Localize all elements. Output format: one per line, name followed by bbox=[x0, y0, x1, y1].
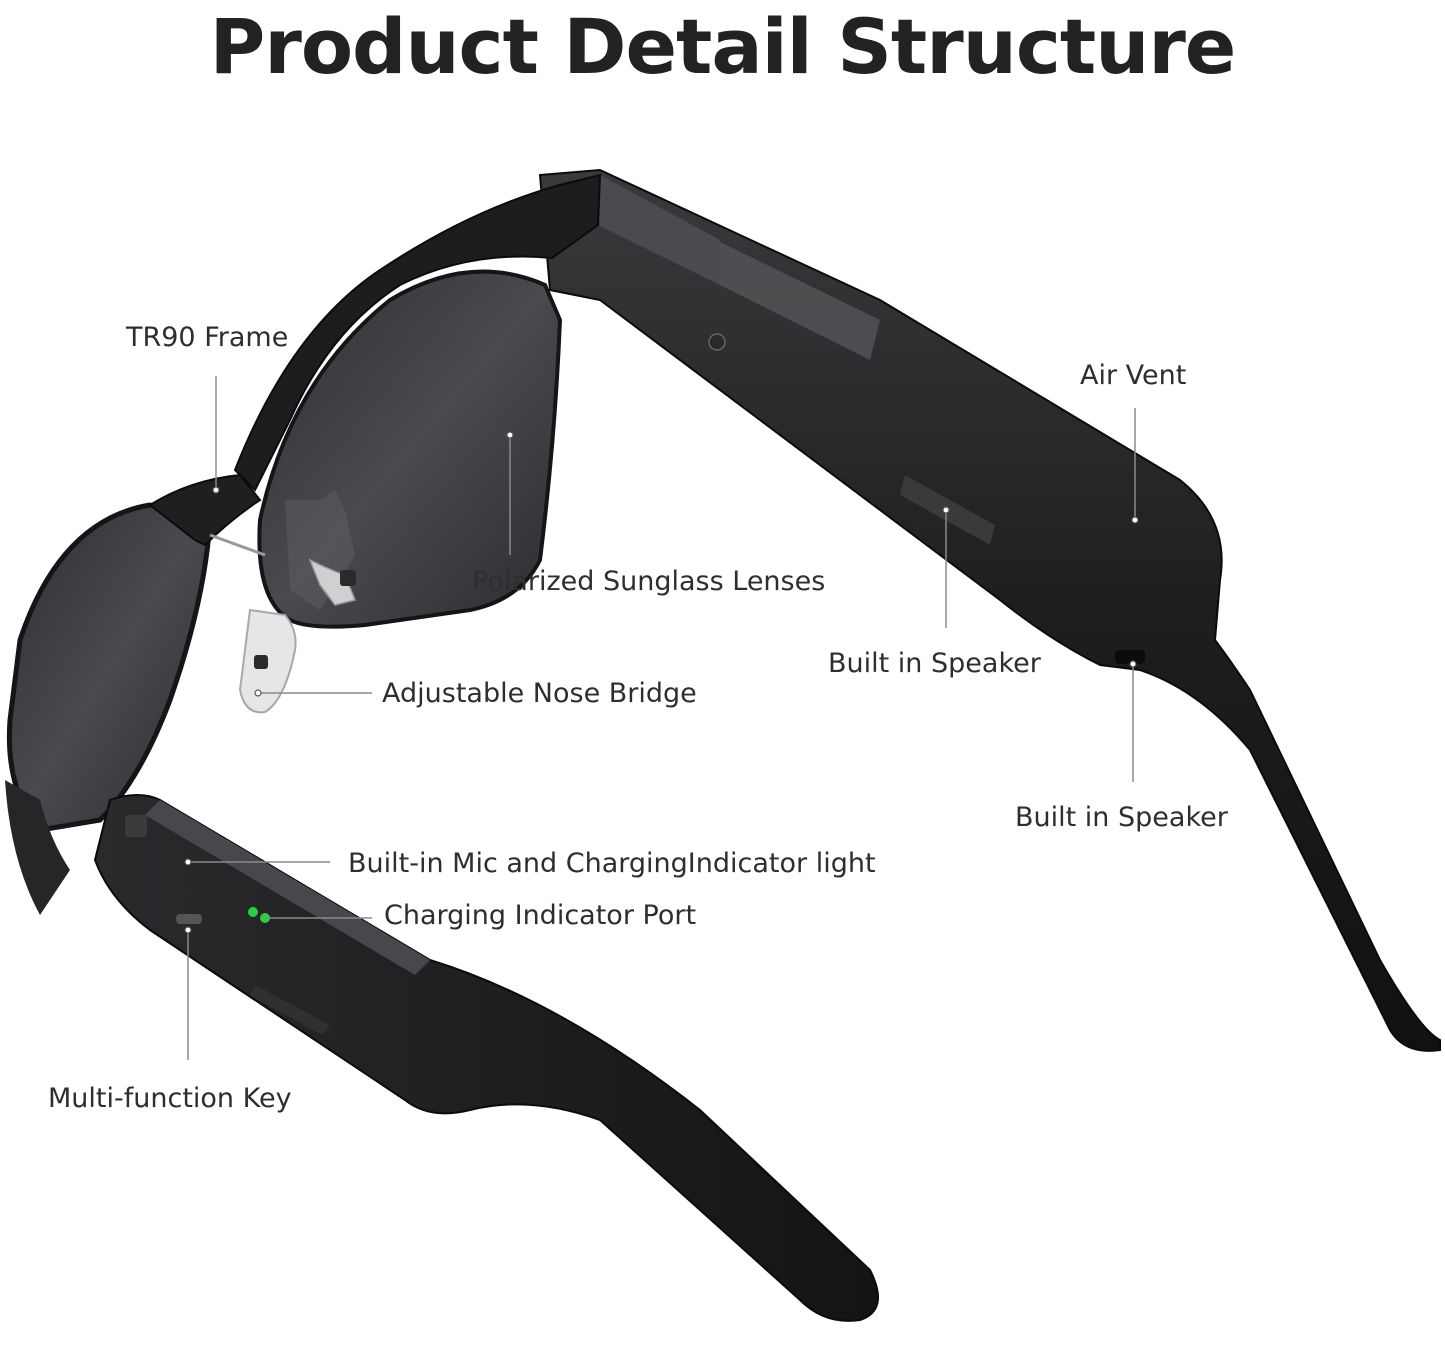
callout-multi-function-key: Multi-function Key bbox=[48, 1083, 292, 1114]
nose-bridge bbox=[148, 473, 357, 714]
callout-air-vent: Air Vent bbox=[1080, 360, 1187, 391]
leader-lines bbox=[187, 376, 1136, 1060]
callout-polarized-lenses: Polarized Sunglass Lenses bbox=[472, 566, 826, 597]
leader-dots bbox=[184, 431, 1139, 934]
dot-tr90-frame bbox=[212, 486, 220, 494]
page-title: Product Detail Structure bbox=[209, 2, 1237, 91]
callout-mic-indicator: Built-in Mic and ChargingIndicator light bbox=[348, 848, 876, 879]
callout-speaker-upper: Built in Speaker bbox=[828, 648, 1041, 679]
dot-polarized-lenses bbox=[506, 431, 514, 439]
dot-air-vent bbox=[1131, 516, 1139, 524]
dot-nose-bridge bbox=[254, 689, 262, 697]
callout-tr90-frame: TR90 Frame bbox=[126, 322, 289, 353]
top-frame-bar bbox=[233, 173, 602, 492]
dot-mic-indicator bbox=[184, 858, 192, 866]
right-temple bbox=[538, 168, 1441, 1052]
callout-speaker-lower: Built in Speaker bbox=[1015, 802, 1228, 833]
dot-speaker-lower bbox=[1129, 660, 1137, 668]
dot-speaker-upper bbox=[942, 506, 950, 514]
left-lens bbox=[5, 502, 213, 915]
left-temple bbox=[93, 794, 879, 1322]
dot-multi-key bbox=[184, 926, 192, 934]
callout-nose-bridge: Adjustable Nose Bridge bbox=[382, 678, 697, 709]
callout-charging-port: Charging Indicator Port bbox=[384, 900, 697, 931]
